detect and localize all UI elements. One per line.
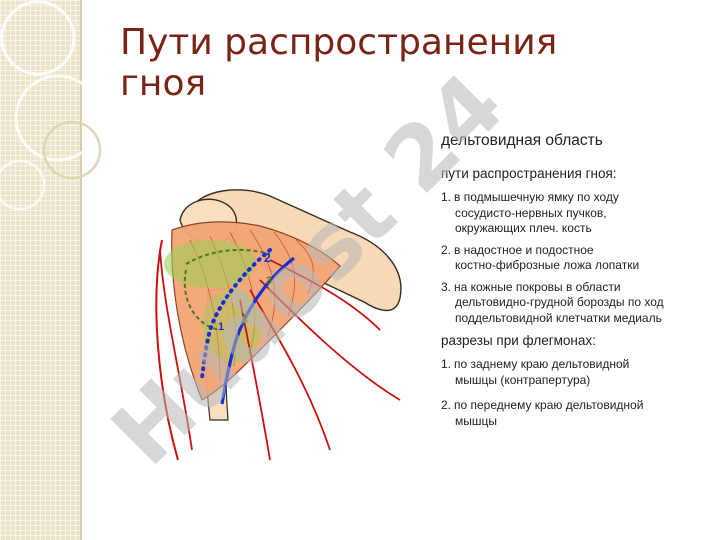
decorative-circles [0, 0, 102, 211]
description-text-block: дельтовидная область пути распространени… [441, 131, 720, 435]
blue-solid-path [220, 256, 295, 405]
band-edge-line [80, 0, 82, 540]
diagram-label-1: 1 [218, 321, 224, 333]
arm-outline [155, 239, 179, 461]
spread-item-3: 3.на кожные покровы в области дельтовидн… [441, 279, 664, 325]
title-line-2: гноя [120, 63, 207, 104]
title-line-1: Пути распространения [120, 22, 558, 63]
spread-item-1: 1.в подмышечную ямку по ходу сосудисто-н… [441, 190, 619, 235]
diagram-label-2-upper: 2 [264, 251, 271, 265]
blue-dotted-path [200, 248, 272, 380]
green-dashed-loop [183, 269, 221, 331]
subdeltoid-space [164, 240, 256, 288]
spread-heading: пути распространения гноя: [441, 166, 617, 181]
green-dashed-path [185, 248, 271, 265]
left-decorative-band [0, 0, 80, 540]
axillary-space [202, 288, 262, 364]
incision-item-1: 1.по заднему краю дельтовидной мышцы (ко… [441, 357, 630, 387]
shoulder-anatomy-diagram: 2 3 2 1 [155, 189, 402, 461]
diagram-label-2-lower: 2 [242, 311, 249, 325]
slide-title: Пути распространения гноя [120, 22, 640, 104]
region-heading: дельтовидная область [441, 132, 603, 149]
incision-item-2: 2.по переднему краю дельтовидной мышцы [441, 398, 644, 428]
red-vessels [159, 249, 401, 461]
diagram-label-3: 3 [266, 275, 272, 287]
spread-item-2: 2.в надостное и подостное костно-фиброзн… [441, 242, 640, 273]
incisions-heading: разрезы при флегмонах: [441, 333, 596, 348]
